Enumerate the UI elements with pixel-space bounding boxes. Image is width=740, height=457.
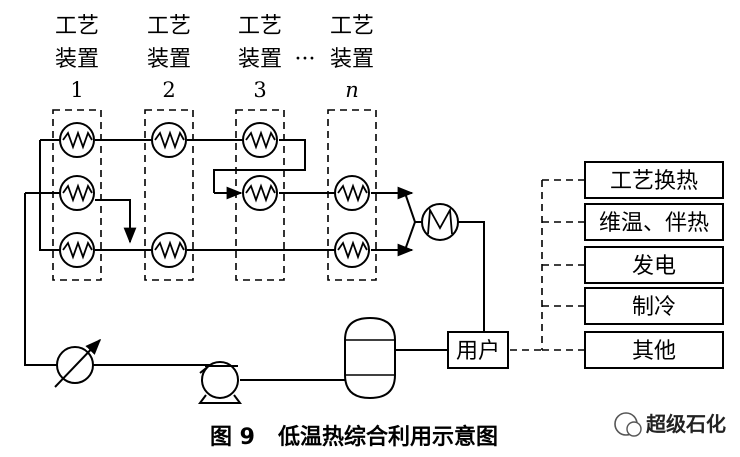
- use-box-2: [584, 203, 724, 241]
- use-box-3: [584, 246, 724, 284]
- user-label: 用户: [456, 339, 500, 364]
- pipe-left-manifold: [39, 140, 60, 251]
- hx-unit2-row3: [151, 232, 187, 268]
- unit-2-label-line1: 工艺: [147, 14, 191, 39]
- pipe-hx-to-user: [458, 221, 485, 332]
- watermark: 超级石化: [614, 412, 726, 437]
- use-box-1: [584, 161, 724, 199]
- hx-unitn-row3: [334, 232, 370, 268]
- unit-3-label-line2: 装置: [238, 47, 282, 72]
- watermark-logo-icon: [614, 412, 642, 437]
- use-label-4: 制冷: [632, 295, 676, 320]
- unit-2-label-line2: 装置: [147, 47, 191, 72]
- watermark-text: 超级石化: [645, 412, 726, 436]
- hx-unit1-row3: [59, 232, 95, 268]
- unit-2-number: 2: [162, 78, 175, 102]
- hx-unit3-row2: [242, 175, 278, 211]
- unit-3-number: 3: [253, 78, 266, 102]
- unit-1-label-line2: 装置: [55, 47, 99, 72]
- hx-unit2-row1: [151, 122, 187, 158]
- use-box-5: [584, 331, 724, 369]
- cooler: [54, 338, 102, 388]
- figure-caption: 图 9 低温热综合利用示意图: [210, 424, 498, 450]
- unit-n-label-line1: 工艺: [330, 14, 374, 39]
- hx-unitn-row2: [334, 175, 370, 211]
- use-box-4: [584, 287, 724, 325]
- pipe-merge: [404, 192, 417, 251]
- hx-unit3-row1: [242, 122, 278, 158]
- hx-unit1-row1: [59, 122, 95, 158]
- use-label-1: 工艺换热: [610, 169, 698, 194]
- unit-ellipsis: ···: [295, 47, 316, 72]
- use-label-3: 发电: [632, 254, 676, 279]
- unit-3-label-line1: 工艺: [238, 14, 282, 39]
- unit-n-box: [327, 109, 377, 281]
- use-label-5: 其他: [632, 339, 676, 364]
- use-label-2: 维温、伴热: [599, 211, 709, 236]
- hx-unit1-row2: [59, 175, 95, 211]
- unit-1-label-line1: 工艺: [55, 14, 99, 39]
- pipe-row2-down: [95, 199, 137, 244]
- unit-1-box: [52, 109, 102, 281]
- unit-2-box: [144, 109, 194, 281]
- unit-n-label-line2: 装置: [330, 47, 374, 72]
- unit-n-number: n: [345, 78, 359, 102]
- pipe-row1-return: [213, 139, 306, 193]
- unit-1-number: 1: [70, 78, 83, 102]
- storage-tank: [344, 316, 396, 400]
- main-heat-exchanger: [421, 203, 459, 241]
- pump: [198, 361, 242, 404]
- user-box: [447, 331, 509, 369]
